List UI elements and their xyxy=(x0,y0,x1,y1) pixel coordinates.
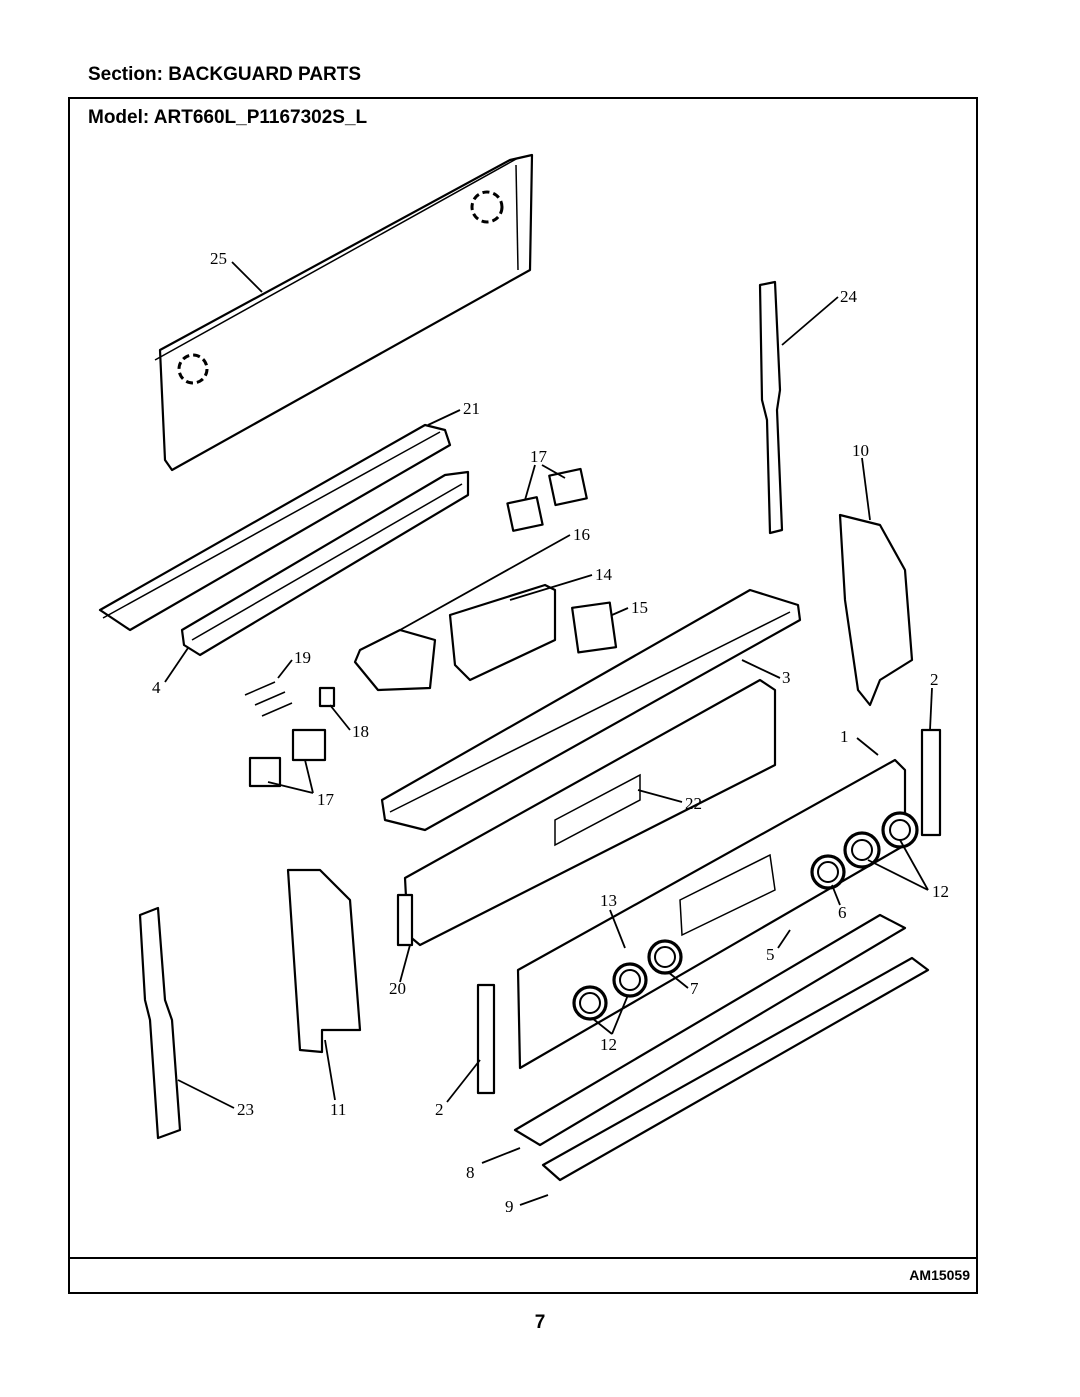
callout-label: 8 xyxy=(466,1163,475,1182)
callout-label: 2 xyxy=(435,1100,444,1119)
callout-label: 25 xyxy=(210,249,227,268)
part-23-left-trim xyxy=(138,906,182,1140)
callout-label: 17 xyxy=(530,447,548,466)
part-14-bracket xyxy=(448,583,557,682)
callout-label: 10 xyxy=(852,441,869,460)
callout-label: 16 xyxy=(573,525,590,544)
callout-label: 2 xyxy=(930,670,939,689)
part-8-trim-strip xyxy=(513,913,907,1147)
part-2-end-cap xyxy=(920,728,942,837)
callout-label: 7 xyxy=(690,979,699,998)
callout-label: 9 xyxy=(505,1197,514,1216)
part-2-end-cap xyxy=(476,983,496,1095)
leaders xyxy=(164,261,933,1206)
callout-label: 21 xyxy=(463,399,480,418)
model-title: Model: ART660L_P1167302S_L xyxy=(88,107,368,128)
part-10-side-panel xyxy=(838,513,914,707)
section-title: Section: BACKGUARD PARTS xyxy=(88,64,362,85)
part-17-block xyxy=(248,756,282,788)
callout-label: 22 xyxy=(685,794,702,813)
callout-label: 15 xyxy=(631,598,648,617)
callout-label: 12 xyxy=(600,1035,617,1054)
part-20-bracket xyxy=(396,893,414,947)
callout-label: 3 xyxy=(782,668,791,687)
callout-label: 5 xyxy=(766,945,775,964)
page-number: 7 xyxy=(534,1312,546,1333)
callout-label: 12 xyxy=(932,882,949,901)
part-1-main-panel xyxy=(516,758,907,1070)
part-17-block xyxy=(291,728,327,762)
diagram-frame: Model: ART660L_P1167302S_L AM15059 xyxy=(68,97,978,1294)
callout-label: 19 xyxy=(294,648,311,667)
footer-divider xyxy=(70,1257,976,1259)
part-18-clip xyxy=(318,686,336,708)
callout-label: 13 xyxy=(600,891,617,910)
part-4-channel xyxy=(180,470,470,657)
drawing-code: AM15059 xyxy=(909,1267,970,1283)
part-25-back-panel xyxy=(154,153,534,472)
part-21-top-trim xyxy=(98,423,452,632)
callout-label: 11 xyxy=(330,1100,346,1119)
callout-label: 24 xyxy=(840,287,858,306)
callout-label: 4 xyxy=(152,678,161,697)
part-17-block xyxy=(548,467,588,507)
callout-label: 14 xyxy=(595,565,613,584)
part-15-block xyxy=(571,601,618,654)
part-24-right-trim xyxy=(758,280,784,535)
part-19-screws xyxy=(244,681,293,717)
part-17-block xyxy=(506,496,544,532)
knobs xyxy=(572,811,919,1021)
callout-label: 23 xyxy=(237,1100,254,1119)
callout-label: 20 xyxy=(389,979,406,998)
callout-label: 18 xyxy=(352,722,369,741)
part-9-trim-strip xyxy=(541,956,930,1182)
callout-label: 6 xyxy=(838,903,847,922)
callout-label: 1 xyxy=(840,727,849,746)
callout-label: 17 xyxy=(317,790,335,809)
part-3-top-rail xyxy=(380,588,802,832)
part-11-insulation xyxy=(286,868,362,1054)
